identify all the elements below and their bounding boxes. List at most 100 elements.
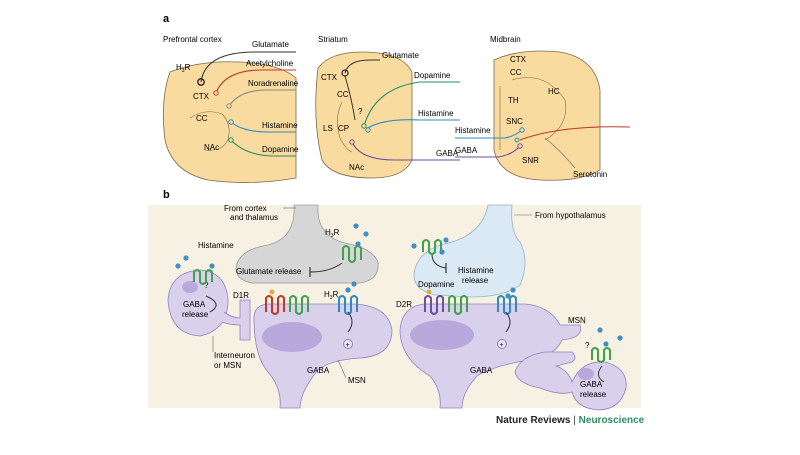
striatum-cp-label: CP xyxy=(338,124,349,133)
striatum-his-terminal xyxy=(365,127,371,133)
panel-b-label: b xyxy=(163,189,170,201)
credit-separator: | xyxy=(573,415,576,426)
interneuron-left-process xyxy=(221,299,251,341)
pfc-his-terminal xyxy=(228,119,234,125)
receptor-green-left xyxy=(289,295,309,315)
receptor-d1r xyxy=(265,295,285,315)
plus-left: + xyxy=(346,342,350,349)
msn-right-signal-arrow xyxy=(505,311,511,333)
msn-left-signal-arrow xyxy=(347,311,353,333)
striatum-input-glutamate: Glutamate xyxy=(382,51,419,60)
gaba-label-left: GABA xyxy=(307,366,330,375)
histamine-inhibition-arrow xyxy=(431,253,447,269)
striatum-da-terminal xyxy=(361,123,367,129)
interneuron-right xyxy=(514,351,627,411)
midbrain-title: Midbrain xyxy=(490,35,521,44)
right-question: ? xyxy=(585,341,590,350)
pfc-h3r-label: H3R xyxy=(176,63,191,74)
gaba-label-right: GABA xyxy=(470,366,493,375)
striatum-input-dopamine: Dopamine xyxy=(414,71,451,80)
msn-right-nucleus xyxy=(410,320,474,350)
striatum-title: Striatum xyxy=(318,35,348,44)
receptor-histamine-hypothalamus xyxy=(422,239,442,255)
pfc-input-dopamine: Dopamine xyxy=(262,145,299,154)
midbrain-snr-label: SNR xyxy=(522,156,539,165)
receptor-d2r xyxy=(424,295,444,315)
journal-credit: Nature Reviews | Neuroscience xyxy=(496,415,644,426)
midbrain-hc-outline xyxy=(511,77,567,141)
plus-circle-left xyxy=(343,339,353,349)
receptor-h3-left xyxy=(338,295,358,315)
plus-circle-right xyxy=(497,339,507,349)
striatum-cc-label: CC xyxy=(337,90,349,99)
pfc-glutamate-line xyxy=(200,51,296,83)
pfc-nac-label: NAc xyxy=(204,143,219,152)
pfc-cc-outline xyxy=(189,111,230,151)
striatum-glutamate-axon xyxy=(344,75,356,121)
midbrain-gaba-terminal xyxy=(517,143,523,149)
midbrain-input-serotonin: Serotonin xyxy=(573,170,607,179)
from-hypothalamus-label: From hypothalamus xyxy=(535,211,606,220)
d2r-label: D2R xyxy=(396,300,412,309)
striatum-nac-label: NAc xyxy=(349,163,364,172)
glutamate-terminal xyxy=(235,204,379,284)
midbrain-input-gaba: GABA xyxy=(455,146,478,155)
pfc-input-glutamate: Glutamate xyxy=(252,40,289,49)
pfc-title: Prefrontal cortex xyxy=(163,35,222,44)
histamine-label-left: Histamine xyxy=(198,241,234,250)
midbrain-hc-label: HC xyxy=(548,87,560,96)
msn-label-left: MSN xyxy=(348,376,366,385)
plus-right: + xyxy=(500,342,504,349)
pfc-noradrenaline-line xyxy=(228,89,296,107)
pfc-cc-label: CC xyxy=(196,114,208,123)
pfc-ach-terminal xyxy=(213,90,219,96)
striatum-input-gaba: GABA xyxy=(436,149,459,158)
midbrain-snc-label: SNC xyxy=(506,117,523,126)
pfc-input-noradrenaline: Noradrenaline xyxy=(248,79,299,88)
pfc-input-acetylcholine: Acetylcholine xyxy=(246,59,294,68)
midbrain-serotonin-pointer xyxy=(544,137,576,169)
left-gaba-arrow xyxy=(205,295,217,313)
striatum-gaba-line xyxy=(351,141,460,161)
pfc-ctx-label: CTX xyxy=(193,92,210,101)
striatum-ventricle xyxy=(337,101,353,153)
pfc-na-terminal xyxy=(226,103,232,109)
midbrain-serotonin-line xyxy=(519,126,631,141)
pfc-da-terminal xyxy=(228,137,234,143)
striatum-tissue xyxy=(315,51,413,179)
right-gaba-arrow xyxy=(598,365,605,383)
midbrain-th-label: TH xyxy=(508,96,519,105)
receptor-green-right xyxy=(448,295,468,315)
panel-a-label: a xyxy=(163,13,170,25)
msn-left-nucleus xyxy=(262,322,322,352)
midbrain-input-histamine: Histamine xyxy=(455,126,491,135)
pfc-histamine-line xyxy=(230,121,296,133)
striatum-ls-label: LS xyxy=(323,124,333,133)
ligand-dots xyxy=(175,223,623,347)
striatum-dopamine-line xyxy=(363,81,460,127)
pfc-h3r-marker xyxy=(197,78,205,86)
dopamine-ligand-dots xyxy=(269,289,432,295)
glutamate-release-label: Glutamate release xyxy=(236,267,302,276)
dopamine-label: Dopamine xyxy=(418,280,455,289)
midbrain-ctx-label: CTX xyxy=(510,55,527,64)
midbrain-his-terminal xyxy=(519,127,525,133)
interneuron-right-nucleus xyxy=(578,368,594,380)
pfc-input-histamine: Histamine xyxy=(262,121,298,130)
striatum-histamine-line xyxy=(367,119,460,129)
receptor-histamine-left xyxy=(193,269,213,285)
journal-name: Nature Reviews xyxy=(496,415,571,426)
striatum-gaba-terminal xyxy=(349,139,355,145)
pfc-dopamine-line xyxy=(230,139,296,157)
left-question: ? xyxy=(204,281,209,290)
d1r-label: D1R xyxy=(233,291,249,300)
striatum-question: ? xyxy=(358,107,363,116)
msn-left-pointer xyxy=(337,359,347,379)
pfc-acetylcholine-line xyxy=(215,69,296,94)
